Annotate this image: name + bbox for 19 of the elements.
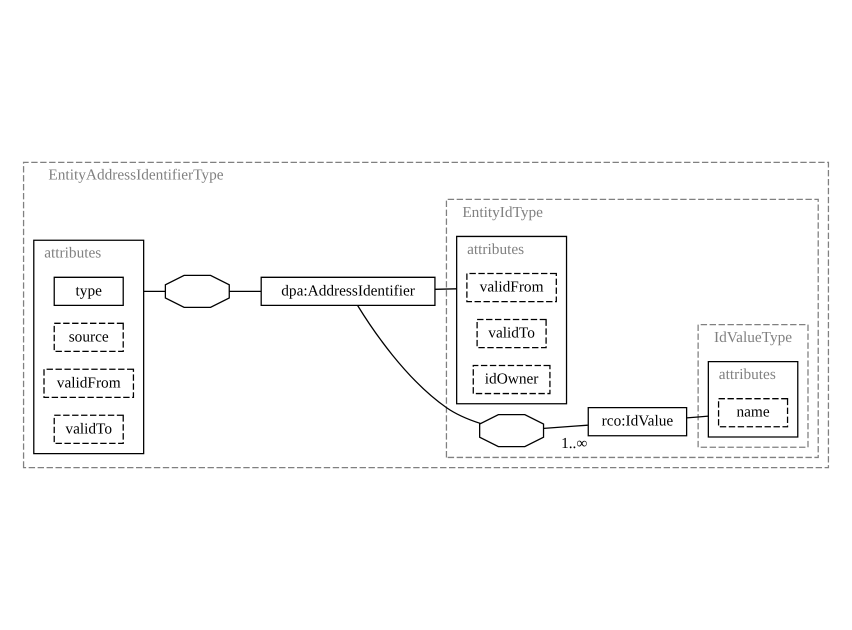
connector (229, 290, 262, 292)
node-box: type (54, 276, 124, 306)
node-octagon (164, 274, 230, 308)
connector (686, 416, 708, 419)
node-box: validTo (476, 318, 547, 348)
node-box: validFrom (43, 368, 134, 398)
connector (357, 305, 481, 424)
connector (544, 424, 588, 429)
node-box: source (54, 322, 124, 352)
node-box: validFrom (466, 272, 557, 302)
node-box: rco:IdValue (588, 406, 688, 436)
node-label: 1..∞ (561, 434, 588, 452)
connector (144, 290, 166, 292)
node-box: name (718, 398, 788, 428)
node-box: dpa:AddressIdentifier (260, 276, 436, 306)
node-box: idOwner (472, 364, 551, 394)
node-box: validTo (54, 414, 124, 444)
node-octagon (479, 414, 544, 448)
connector (435, 288, 457, 290)
